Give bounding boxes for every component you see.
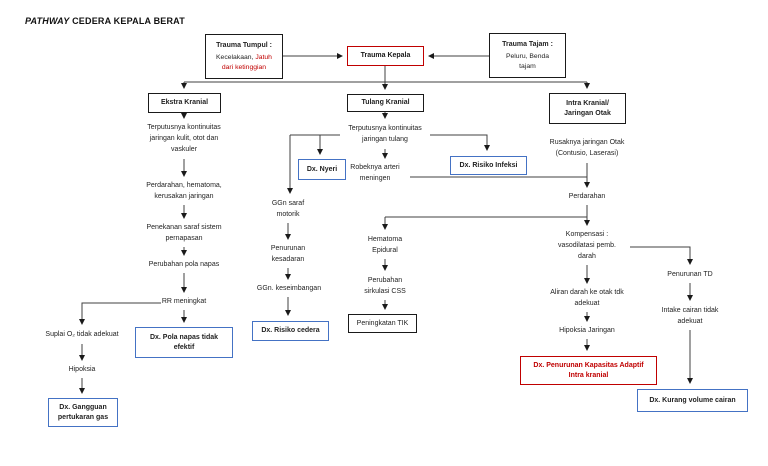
dx-risiko-infeksi-label: Dx. Risiko Infeksi xyxy=(459,161,518,169)
node-penurunan-td: Penurunan TD xyxy=(667,271,713,278)
trauma-tajam-title: Trauma Tajam : xyxy=(502,40,553,48)
node-perdarahan: Perdarahan xyxy=(568,193,606,200)
node-ggn-saraf-motorik: GGn saraf motorik xyxy=(271,200,305,218)
page-title: PATHWAY CEDERA KEPALA BERAT xyxy=(25,16,185,26)
node-rr-meningkat: RR meningkat xyxy=(161,298,207,305)
dx-kurang-volume-box: Dx. Kurang volume cairan xyxy=(637,389,748,412)
dx-gangguan-label: Dx. Gangguan pertukaran gas xyxy=(57,403,109,421)
dx-penurunan-kapasitas-label: Dx. Penurunan Kapasitas Adaptif Intra kr… xyxy=(533,361,644,379)
node-trauma-tajam: Trauma Tajam : Peluru, Benda tajam xyxy=(489,33,566,78)
peningkatan-tik-label: Peningkatan TIK xyxy=(356,319,409,327)
node-perubahan-sirkulasi-css: Perubahan sirkulasi CSS xyxy=(364,277,406,295)
dx-risiko-infeksi-box: Dx. Risiko Infeksi xyxy=(450,156,527,175)
node-perubahan-pola-napas: Perubahan pola napas xyxy=(148,261,220,268)
node-ggn-keseimbangan: GGn. keseimbangan xyxy=(256,285,322,292)
node-trauma-tumpul: Trauma Tumpul : Kecelakaan, Jatuh dari k… xyxy=(205,34,283,79)
trauma-tumpul-title: Trauma Tumpul : xyxy=(216,41,272,49)
node-rusaknya-jaringan-otak: Rusaknya jaringan Otak (Contusio, Lasera… xyxy=(549,139,625,157)
node-ekstra-kranial: Ekstra Kranial xyxy=(148,93,221,113)
page-title-italic: PATHWAY xyxy=(25,16,70,26)
node-terputus-kulit: Terputusnya kontinuitas jaringan kulit, … xyxy=(147,124,221,153)
intra-kranial-label: Intra Kranial/ Jaringan Otak xyxy=(564,99,611,117)
node-penekanan-saraf: Penekanan saraf sistem pernapasan xyxy=(146,224,222,242)
dx-pola-napas-box: Dx. Pola napas tidak efektif xyxy=(135,327,233,358)
node-trauma-kepala: Trauma Kepala xyxy=(347,46,424,66)
dx-pola-napas-label: Dx. Pola napas tidak efektif xyxy=(149,333,219,351)
node-hipoksia: Hipoksia xyxy=(68,366,96,373)
dx-risiko-cedera-box: Dx. Risiko cedera xyxy=(252,321,329,341)
dx-penurunan-kapasitas-box: Dx. Penurunan Kapasitas Adaptif Intra kr… xyxy=(520,356,657,385)
node-aliran-darah: Aliran darah ke otak tdk adekuat xyxy=(550,289,624,307)
node-intra-kranial: Intra Kranial/ Jaringan Otak xyxy=(549,93,626,124)
dx-gangguan-pertukaran-gas-box: Dx. Gangguan pertukaran gas xyxy=(48,398,118,427)
dx-nyeri-box: Dx. Nyeri xyxy=(298,159,346,180)
node-kompensasi: Kompensasi : vasodilatasi pemb. darah xyxy=(558,231,616,260)
node-suplai-o2: Suplai O₂ tidak adekuat xyxy=(45,331,119,338)
ekstra-kranial-label: Ekstra Kranial xyxy=(160,99,209,107)
trauma-tumpul-sub-red: Jatuh dari ketinggian xyxy=(221,54,272,71)
node-terputus-tulang: Terputusnya kontinuitas jaringan tulang xyxy=(348,125,422,143)
dx-kurang-volume-label: Dx. Kurang volume cairan xyxy=(649,396,736,404)
node-tulang-kranial: Tulang Kranial xyxy=(347,94,424,112)
node-robeknya-arteri: Robeknya arteri meningen xyxy=(350,164,400,182)
trauma-tajam-sub: Peluru, Benda tajam xyxy=(505,53,550,70)
trauma-tumpul-sub: Kecelakaan, Jatuh dari ketinggian xyxy=(216,53,272,72)
page-title-rest: CEDERA KEPALA BERAT xyxy=(69,16,185,26)
node-hematoma-epidural: Hematoma Epidural xyxy=(367,236,403,254)
tulang-kranial-label: Tulang Kranial xyxy=(361,99,410,107)
dx-nyeri-label: Dx. Nyeri xyxy=(306,165,338,173)
dx-risiko-cedera-label: Dx. Risiko cedera xyxy=(261,327,320,335)
peningkatan-tik-box: Peningkatan TIK xyxy=(348,314,417,333)
trauma-tumpul-sub-black: Kecelakaan, xyxy=(216,54,256,62)
node-intake-cairan: Intake cairan tidak adekuat xyxy=(661,307,719,325)
node-perdarahan-hematoma: Perdarahan, hematoma, kerusakan jaringan xyxy=(146,182,222,200)
trauma-kepala-label: Trauma Kepala xyxy=(360,52,411,60)
node-hipoksia-jaringan: Hipoksia Jaringan xyxy=(559,327,615,334)
node-penurunan-kesadaran: Penurunan kesadaran xyxy=(270,245,306,263)
